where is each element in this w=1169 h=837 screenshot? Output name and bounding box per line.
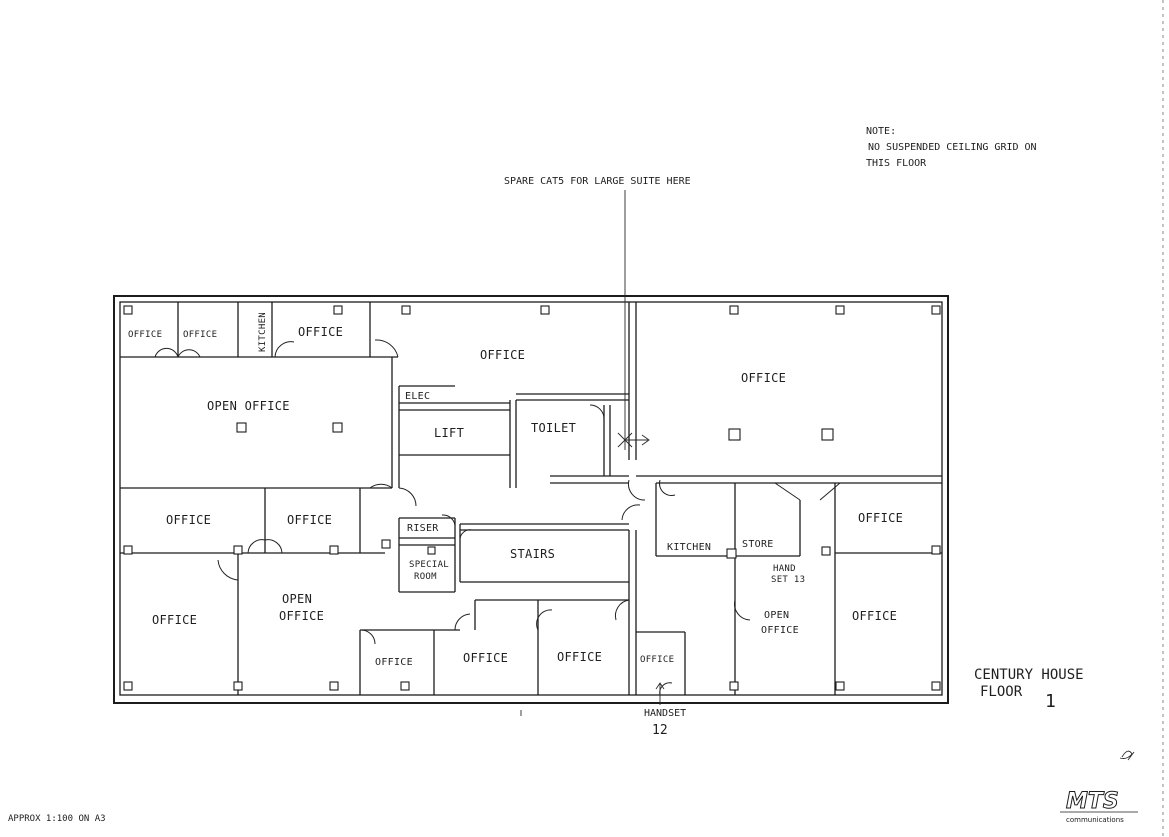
room-label: RISER bbox=[407, 523, 439, 534]
logo-text: MTS bbox=[1066, 789, 1119, 814]
room-label: OFFICE bbox=[298, 325, 343, 339]
interior-walls-left bbox=[120, 302, 629, 695]
room-label: STORE bbox=[742, 539, 774, 550]
room-label: OFFICE bbox=[375, 657, 413, 668]
building-name: CENTURY HOUSE bbox=[974, 667, 1084, 683]
room-label: SPECIAL bbox=[409, 560, 449, 570]
room-label: OFFICE bbox=[152, 613, 197, 627]
room-label: OPEN bbox=[764, 610, 789, 621]
central-divider-wall bbox=[628, 302, 637, 695]
room-label: STAIRS bbox=[510, 547, 555, 561]
room-label: OFFICE bbox=[287, 513, 332, 527]
door-swings bbox=[154, 339, 841, 696]
room-label: OFFICE bbox=[852, 609, 897, 623]
outer-walls bbox=[113, 295, 949, 704]
note-line-1: NO SUSPENDED CEILING GRID ON bbox=[868, 142, 1037, 153]
interior-walls-right bbox=[636, 475, 942, 695]
room-label: OFFICE bbox=[463, 651, 508, 665]
room-labels: OFFICE OFFICE KITCHEN OFFICE OFFICE OFFI… bbox=[128, 312, 903, 668]
handset-leader bbox=[655, 682, 665, 705]
handset-label: HANDSET bbox=[644, 708, 686, 719]
note-title: NOTE: bbox=[866, 126, 896, 137]
room-label: OPEN OFFICE bbox=[207, 399, 290, 413]
room-label: OFFICE bbox=[480, 348, 525, 362]
room-label: OFFICE bbox=[761, 625, 799, 636]
signature-mark bbox=[1119, 750, 1135, 761]
floor-label: FLOOR bbox=[980, 684, 1023, 700]
annotations: SPARE CAT5 FOR LARGE SUITE HERE NOTE: NO… bbox=[8, 126, 1084, 824]
floor-number: 1 bbox=[1045, 691, 1056, 712]
scale-note: APPROX 1:100 ON A3 bbox=[8, 814, 106, 824]
room-label: OFFICE bbox=[741, 371, 786, 385]
room-label: HAND bbox=[773, 564, 796, 574]
logo-subtext: communications bbox=[1066, 816, 1124, 824]
structural-columns bbox=[123, 305, 941, 691]
room-label: SET 13 bbox=[771, 575, 805, 585]
company-logo: MTS communications bbox=[1058, 786, 1138, 824]
room-label: OFFICE bbox=[166, 513, 211, 527]
handset-number: 12 bbox=[652, 723, 668, 738]
room-label: LIFT bbox=[434, 426, 464, 440]
room-label: TOILET bbox=[531, 421, 576, 435]
room-label: OFFICE bbox=[858, 511, 903, 525]
room-label: OPEN bbox=[282, 592, 312, 606]
room-label: OFFICE bbox=[128, 330, 162, 340]
room-label: OFFICE bbox=[557, 650, 602, 664]
spare-cat5-leader bbox=[617, 190, 650, 450]
room-label: ROOM bbox=[414, 572, 437, 582]
room-label: KITCHEN bbox=[258, 312, 268, 352]
room-label: KITCHEN bbox=[667, 542, 711, 553]
room-label: ELEC bbox=[405, 391, 430, 402]
room-label: OFFICE bbox=[640, 655, 674, 665]
note-line-2: THIS FLOOR bbox=[866, 158, 927, 169]
room-label: OFFICE bbox=[183, 330, 217, 340]
room-label: OFFICE bbox=[279, 609, 324, 623]
spare-cat5-callout: SPARE CAT5 FOR LARGE SUITE HERE bbox=[504, 176, 691, 187]
